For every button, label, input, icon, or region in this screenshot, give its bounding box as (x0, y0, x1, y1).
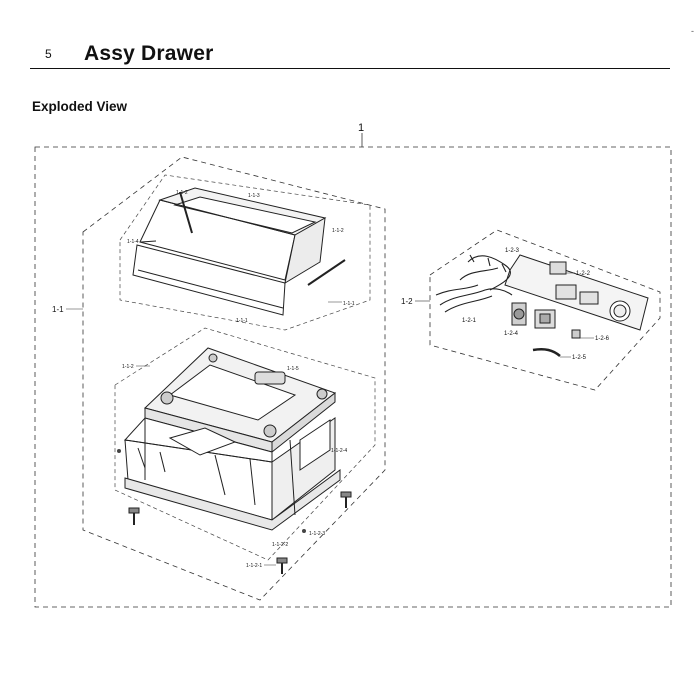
motor-module (511, 302, 527, 326)
section-title: Assy Drawer (84, 42, 214, 65)
group-1-2-boundary (429, 229, 661, 391)
callout-drawer-5: 1-1-1 (343, 301, 355, 307)
wire-harness (435, 254, 513, 313)
small-screw-left (117, 449, 121, 453)
callout-frame-4: 1-1-2-3 (309, 531, 325, 537)
callout-frame-1: 1-1-2 (122, 364, 134, 370)
screw-foot-bottom (276, 557, 288, 574)
drawer-rail-right (307, 259, 346, 286)
callout-frame-6: 1-1-2-1 (246, 563, 262, 569)
callout-ctrl-2: 1-2-2 (576, 271, 591, 277)
small-screw-mid (302, 529, 306, 533)
callout-frame-2: 1-1-5 (287, 366, 299, 372)
callout-frame-3: 1-1-2-4 (331, 448, 347, 454)
section-number: 5 (45, 47, 52, 61)
control-panel (504, 254, 649, 331)
callout-drawer-3: 1-1-4 (127, 239, 139, 245)
frame-assembly (124, 347, 341, 531)
drawer-boundary (119, 174, 371, 331)
callout-ctrl-6: 1-2-5 (572, 355, 587, 361)
exploded-view-heading: Exploded View (32, 99, 128, 114)
callout-ctrl-1: 1-2-3 (505, 248, 520, 254)
callout-drawer-1: 1-1-2 (176, 190, 188, 196)
drawer-clip (140, 240, 157, 243)
frame-boundary (114, 327, 376, 561)
small-switch (571, 329, 581, 339)
callout-drawer-6: 1-1-1 (236, 318, 248, 324)
callout-frame-5: 1-1-2-2 (272, 542, 288, 548)
corner-mark: - (691, 26, 694, 36)
lever-part (532, 348, 561, 357)
callout-ctrl-4: 1-2-4 (504, 331, 519, 337)
callout-drawer-4: 1-1-2 (332, 228, 344, 234)
group-1-1-boundary (82, 156, 386, 601)
drawer-rail-left (179, 191, 193, 234)
callout-1-1: 1-1 (52, 305, 64, 314)
callout-drawer-2: 1-1-3 (248, 193, 260, 199)
screw-foot-left (128, 507, 140, 525)
drawer-box (132, 187, 327, 316)
callout-ctrl-3: 1-2-1 (462, 318, 477, 324)
relay-module (534, 309, 556, 329)
outer-boundary (34, 146, 672, 608)
callout-1: 1 (358, 122, 364, 134)
screw-foot-right (340, 491, 352, 508)
title-rule (30, 68, 670, 69)
callout-1-2: 1-2 (401, 297, 413, 306)
callout-ctrl-5: 1-2-6 (595, 336, 610, 342)
